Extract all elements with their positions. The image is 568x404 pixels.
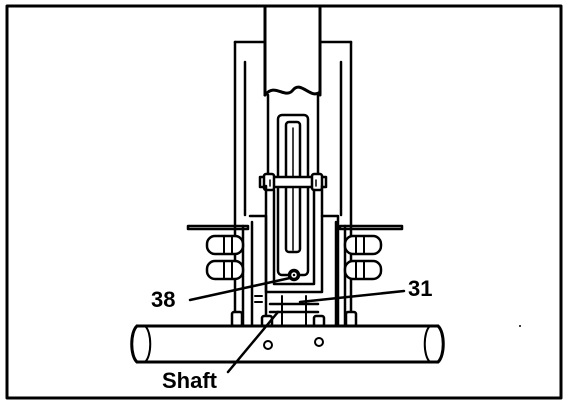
scan-speck [519,325,521,327]
leader-shaft [226,310,280,374]
vertical-tube [263,6,322,182]
base-tube [130,324,445,364]
callout-38-label: 38 [151,287,176,312]
pin-38 [287,268,301,282]
leader-31 [298,289,406,304]
callout-31-label: 31 [408,276,433,301]
left-rollers [205,234,245,281]
callout-leaders [188,276,406,374]
leader-38 [188,276,292,302]
top-bolt [258,172,328,192]
outer-border [5,4,563,400]
right-rollers [343,234,383,281]
callout-shaft-label: Shaft [162,368,217,393]
left-plate-slot [254,295,263,303]
